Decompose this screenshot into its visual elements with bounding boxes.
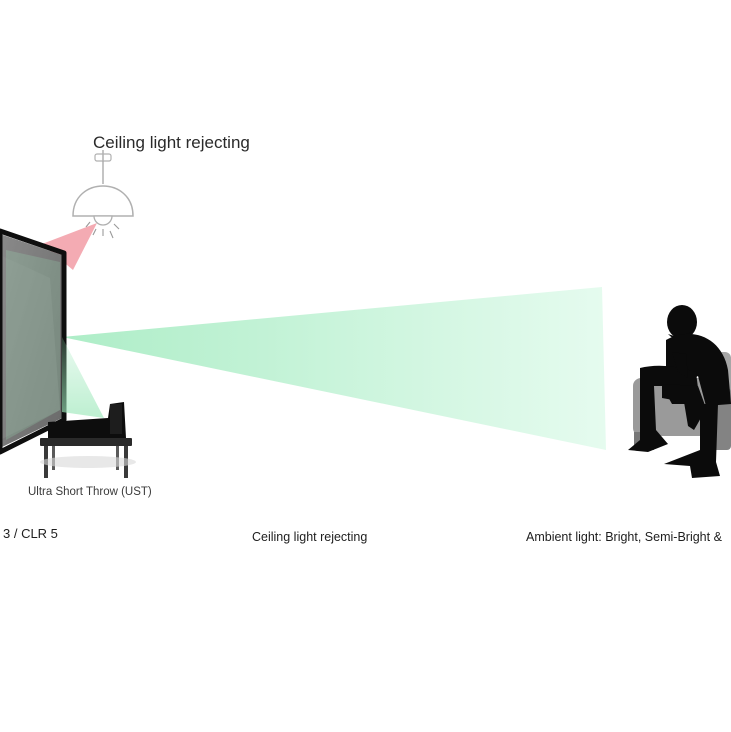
projector-table [40, 438, 136, 478]
seated-person-silhouette-icon [628, 305, 731, 478]
caption-center: Ceiling light rejecting [252, 530, 368, 544]
pendant-ceiling-lamp-icon [72, 150, 134, 239]
caption-right: Ambient light: Bright, Semi-Bright & [526, 530, 722, 544]
projection-screen [0, 228, 67, 455]
projector-caption: Ultra Short Throw (UST) [28, 486, 152, 498]
ust-upward-beam [62, 337, 104, 418]
caption-left: 3 / CLR 5 [3, 526, 58, 541]
ceiling-light-cone [42, 223, 97, 270]
projector-icon [48, 402, 126, 442]
lamp-title: Ceiling light rejecting [93, 133, 250, 152]
projected-light-beam [62, 287, 606, 450]
